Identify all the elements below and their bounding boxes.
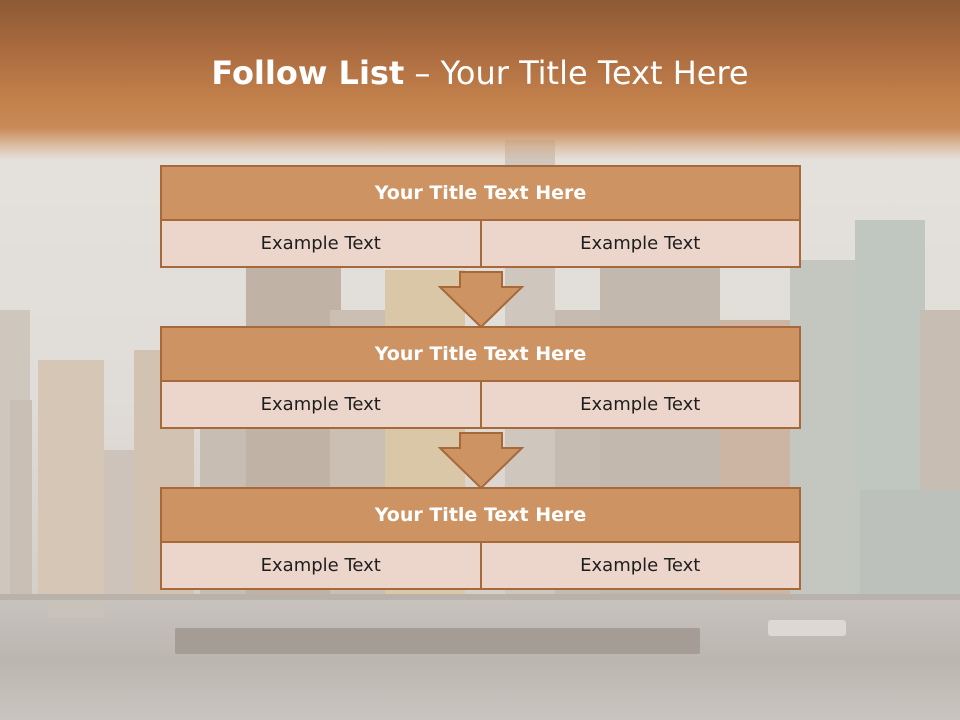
down-arrow-icon	[438, 432, 524, 490]
step-row-3: Example Text Example Text	[160, 541, 801, 590]
step-box-2: Your Title Text Here Example Text Exampl…	[160, 326, 801, 429]
down-arrow-icon	[438, 271, 524, 329]
step-3-left-text: Example Text	[160, 541, 482, 590]
slide-title-bold: Follow List	[211, 54, 405, 92]
header-band	[0, 0, 960, 160]
step-title-3: Your Title Text Here	[160, 487, 801, 543]
step-row-1: Example Text Example Text	[160, 219, 801, 268]
river-water	[0, 600, 960, 720]
step-box-1: Your Title Text Here Example Text Exampl…	[160, 165, 801, 268]
shoreline	[0, 594, 960, 604]
step-2-right-text: Example Text	[479, 380, 801, 429]
step-1-right-text: Example Text	[479, 219, 801, 268]
step-box-3: Your Title Text Here Example Text Exampl…	[160, 487, 801, 590]
slide-title: Follow List – Your Title Text Here	[0, 54, 960, 92]
step-row-2: Example Text Example Text	[160, 380, 801, 429]
slide-title-rest: – Your Title Text Here	[404, 54, 749, 92]
step-title-2: Your Title Text Here	[160, 326, 801, 382]
small-boat-decoration	[768, 620, 846, 636]
step-3-right-text: Example Text	[479, 541, 801, 590]
ferry-decoration	[48, 600, 104, 618]
step-1-left-text: Example Text	[160, 219, 482, 268]
step-2-left-text: Example Text	[160, 380, 482, 429]
barge-decoration	[175, 628, 700, 654]
step-title-1: Your Title Text Here	[160, 165, 801, 221]
